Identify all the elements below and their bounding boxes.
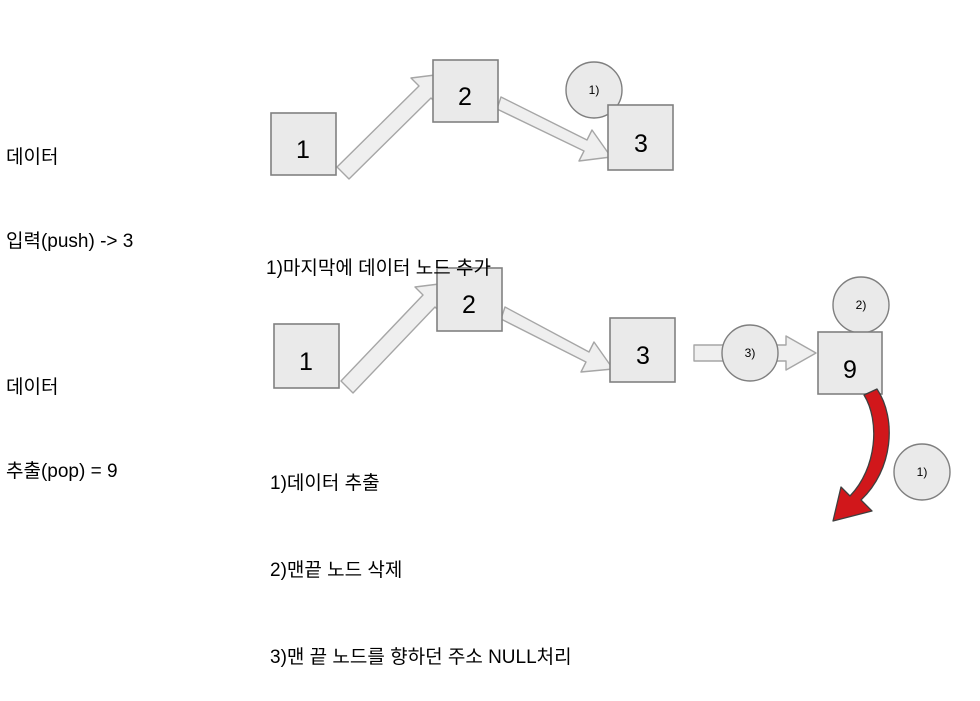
pop-node-2-value: 2: [462, 291, 476, 319]
linked-list-stack-diagram: 1) 1 2 3 3) 2) 1 2: [270, 59, 951, 522]
push-arrow-1-to-2: [336, 73, 444, 180]
push-node-3-value: 3: [634, 130, 648, 158]
pop-marker-label-1: 1): [917, 465, 928, 479]
pop-red-delete-arrow: [832, 388, 890, 522]
push-side-label: 데이터 입력(push) -> 3: [6, 88, 133, 284]
pop-marker-circle-2: 2): [832, 276, 890, 334]
pop-marker-circle-1: 1): [893, 443, 951, 501]
pop-caption-line2: 2)맨끝 노드 삭제: [270, 560, 403, 581]
push-marker-circle-1: 1): [565, 61, 623, 119]
push-side-label-line1: 데이터: [6, 147, 59, 168]
pop-node-3: 3: [609, 317, 676, 383]
pop-side-label-line1: 데이터: [6, 377, 59, 398]
push-marker-label-1: 1): [589, 83, 600, 97]
push-caption-line1: 1)마지막에 데이터 노드 추가: [266, 258, 492, 279]
pop-node-9: 9: [817, 331, 883, 395]
pop-caption-line1: 1)데이터 추출: [270, 473, 380, 494]
pop-marker-circle-3: 3): [721, 324, 779, 382]
push-node-2: 2: [432, 59, 499, 123]
pop-marker-label-2: 2): [856, 298, 867, 312]
pop-caption-line3: 3)맨 끝 노드를 향하던 주소 NULL처리: [270, 647, 572, 668]
pop-node-9-value: 9: [843, 356, 857, 384]
pop-side-label: 데이터 추출(pop) = 9: [6, 318, 118, 514]
push-side-label-line2: 입력(push) -> 3: [6, 231, 134, 252]
push-arrow-2-to-3: [496, 96, 612, 162]
push-node-1: 1: [270, 112, 337, 176]
pop-node-1-value: 1: [299, 348, 313, 376]
pop-caption: 1)데이터 추출 2)맨끝 노드 삭제 3)맨 끝 노드를 향하던 주소 NUL…: [270, 411, 572, 701]
pop-arrow-2-to-3: [500, 306, 614, 373]
pop-side-label-line2: 추출(pop) = 9: [6, 461, 118, 482]
pop-marker-label-3: 3): [745, 346, 756, 360]
pop-node-1: 1: [273, 323, 340, 389]
push-node-3: 3: [607, 104, 674, 171]
pop-node-3-value: 3: [636, 342, 650, 370]
push-node-1-value: 1: [296, 136, 310, 164]
push-node-2-value: 2: [458, 83, 472, 111]
pop-node-2: 2: [436, 267, 503, 332]
push-caption: 1)마지막에 데이터 노드 추가: [266, 196, 491, 312]
